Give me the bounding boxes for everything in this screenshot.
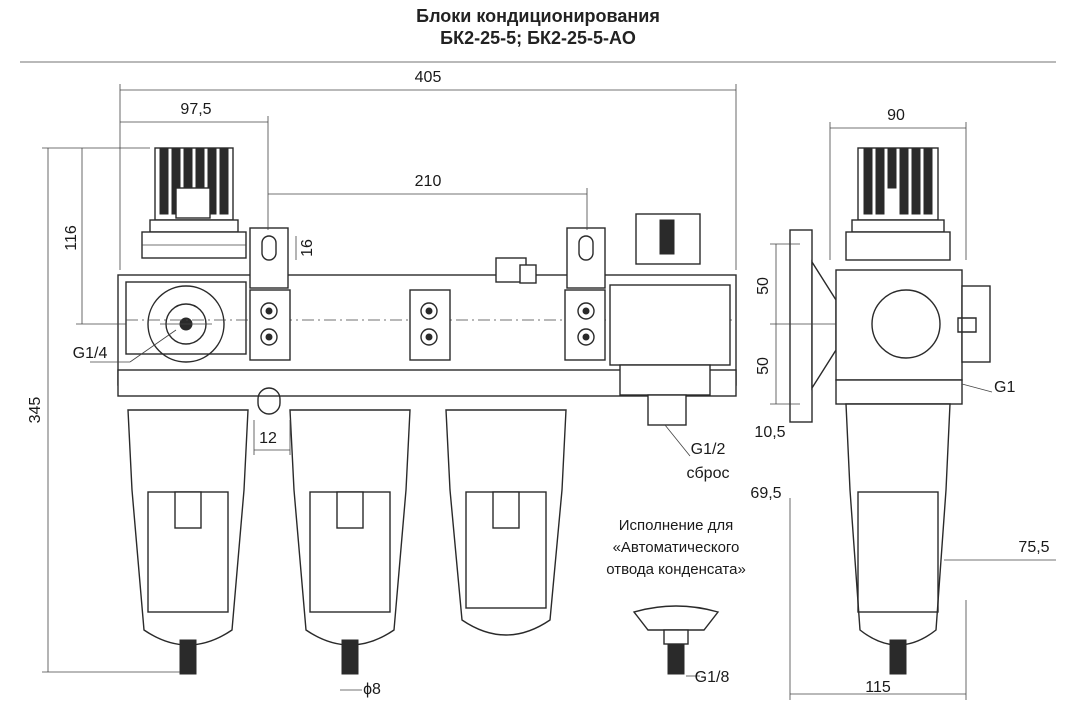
dim-height-upper: 116 (63, 225, 80, 251)
outlet-diameter-label: ϕ8 (363, 681, 381, 698)
dim-overall-height: 345 (27, 397, 44, 424)
side-75-5-label: 75,5 (1018, 539, 1049, 556)
title-line-2: БК2-25-5; БК2-25-5-АО (440, 28, 636, 48)
title-line-1: Блоки кондиционирования (416, 6, 660, 26)
mounting-brackets (249, 227, 606, 415)
side-bracket (789, 229, 813, 423)
side-10-5-label: 10,5 (754, 424, 785, 441)
side-50-top-label: 50 (755, 277, 772, 295)
dim-slot: 16 (299, 239, 316, 257)
drain-label: сброс (687, 465, 730, 482)
auto-drain-cap (632, 605, 720, 631)
side-dimension-lines (770, 122, 1056, 700)
dim-mount-spacing: 210 (415, 173, 442, 190)
front-dimension-lines (42, 84, 737, 691)
note-line-2: «Автоматического (613, 539, 740, 556)
filter-bowl-1 (127, 409, 249, 675)
drain-port-label: G1/2 (691, 441, 726, 458)
dim-gap: 12 (259, 430, 277, 447)
auto-drain-thread-label: G1/8 (695, 669, 730, 686)
filter-bowl-2 (289, 409, 411, 675)
dim-overall-width: 405 (415, 69, 442, 86)
manifold-body (117, 274, 737, 426)
note-line-1: Исполнение для (619, 517, 734, 534)
side-69-5-label: 69,5 (750, 485, 781, 502)
dim-left-offset: 97,5 (180, 101, 211, 118)
note-line-3: отвода конденсата» (606, 561, 746, 578)
lubricator-top (495, 213, 701, 284)
front-view: 405 97,5 210 116 16 345 12 G1/4 G1/2 сбр… (27, 69, 737, 698)
auto-drain-detail: Исполнение для «Автоматического отвода к… (606, 517, 746, 686)
side-view: 90 50 50 G1 10,5 69,5 75,5 115 (750, 107, 1056, 700)
regulator-knob (141, 147, 247, 259)
filter-bowl-3 (445, 409, 567, 636)
port-left-label: G1/4 (73, 345, 108, 362)
side-port-label: G1 (994, 379, 1015, 396)
side-bottom-label: 115 (865, 679, 891, 696)
side-width-label: 90 (887, 107, 905, 124)
side-50-bottom-label: 50 (755, 357, 772, 375)
